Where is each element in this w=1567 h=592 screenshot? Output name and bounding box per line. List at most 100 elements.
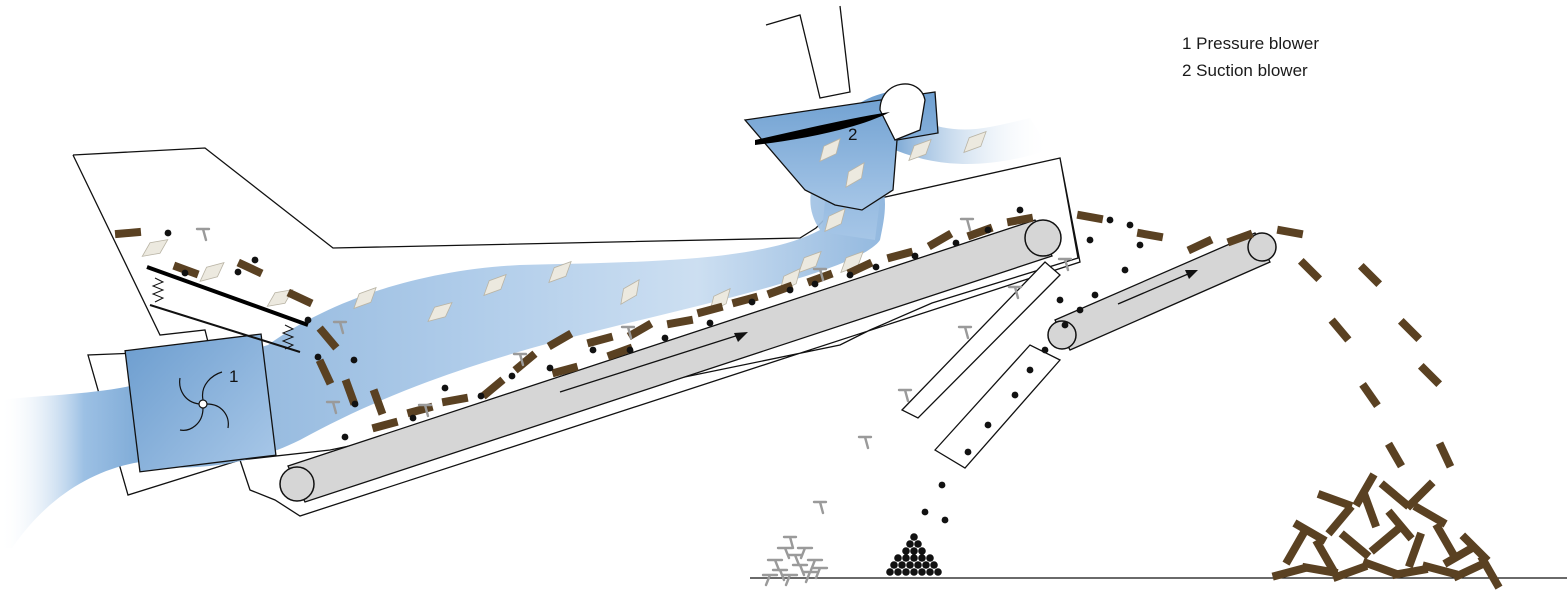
stone [985,227,992,234]
wood-chip [371,418,398,432]
stone [352,401,359,408]
stone-pile-item [934,568,942,576]
stone-pile-item [926,568,934,576]
stone-pile-item [902,554,910,562]
stone [912,253,919,260]
nail-pile-item [778,548,792,558]
stone [235,269,242,276]
stone [547,365,554,372]
stone [787,287,794,294]
stone [315,354,322,361]
stone [509,373,516,380]
stone-pile-item [918,554,926,562]
stone [1107,217,1114,224]
stone-pile-item [910,554,918,562]
nail-pile-item [803,572,817,582]
stone [985,422,992,429]
stone [922,509,929,516]
secondary-conveyor-belt [1055,233,1270,350]
stone [707,320,714,327]
nail-pile-item [763,575,777,585]
nail [814,502,826,513]
stone [873,264,880,271]
stone [590,347,597,354]
stone-pile-item [902,568,910,576]
stone-pile-item [910,547,918,555]
stone [942,517,949,524]
wood-pile-chip [1478,554,1503,589]
nail-pile-item [798,548,812,558]
wood-chip [1358,263,1382,287]
wood-chip [586,333,613,347]
nail-pile-item [768,560,782,570]
stone [1017,207,1024,214]
wood-chip [886,248,913,262]
stone [1137,242,1144,249]
stone [478,393,485,400]
stone [165,230,172,237]
wood-pile-chip [1369,525,1402,554]
stone [1062,322,1069,329]
stone [182,270,189,277]
paper-fragment [197,263,227,282]
wood-pile-chip [1283,530,1308,565]
suction-duct [766,6,850,98]
stone-pile-item [910,533,918,541]
nail [961,219,973,230]
wood-chip [1137,229,1164,241]
wood-chip [237,259,264,277]
stone-pile-item [918,568,926,576]
stone [847,272,854,279]
wood-chip [115,228,142,238]
nail [859,437,871,448]
wood-chip [927,230,954,250]
stone [749,299,756,306]
stone [252,257,259,264]
stone-pile-item [894,554,902,562]
nail-pile-item [788,555,802,565]
stone-pile-item [894,568,902,576]
wood-pile-chip [1422,561,1459,578]
stone [1077,307,1084,314]
nail [784,537,796,548]
stone [953,240,960,247]
pressure-blower-number: 1 [229,367,238,386]
stone [965,449,972,456]
stone [812,281,819,288]
stone-pile-item [926,554,934,562]
stone [305,317,312,324]
stone [1042,347,1049,354]
wood-pile-chip [1412,503,1447,528]
wood-chip [1418,363,1442,387]
stone-pile-item [890,561,898,569]
stone [627,347,634,354]
stone [1027,367,1034,374]
stone [1012,392,1019,399]
wood-pile-chip [1317,490,1354,510]
stone [939,482,946,489]
main-conveyor-roller-right [1025,220,1061,256]
wood-chip [1329,317,1352,342]
stone-pile-item [914,540,922,548]
stone [1122,267,1129,274]
wood-chip [1077,211,1104,223]
stone [410,415,417,422]
wood-chip [287,289,314,307]
suction-blower-number: 2 [848,125,857,144]
wood-chip [1398,318,1422,342]
wood-pile-chip [1339,530,1372,559]
inlet-air-jet [0,385,140,548]
stone-pile-item [922,561,930,569]
wood-chip [667,316,694,328]
stone [442,385,449,392]
nail [197,229,209,240]
stone-pile-item [898,561,906,569]
wood-chip [1359,382,1380,408]
nail [959,327,971,338]
stone-pile-item [886,568,894,576]
wood-chip [442,394,469,406]
stone-pile-item [902,547,910,555]
stone-pile-item [906,561,914,569]
stone-pile-item [906,540,914,548]
